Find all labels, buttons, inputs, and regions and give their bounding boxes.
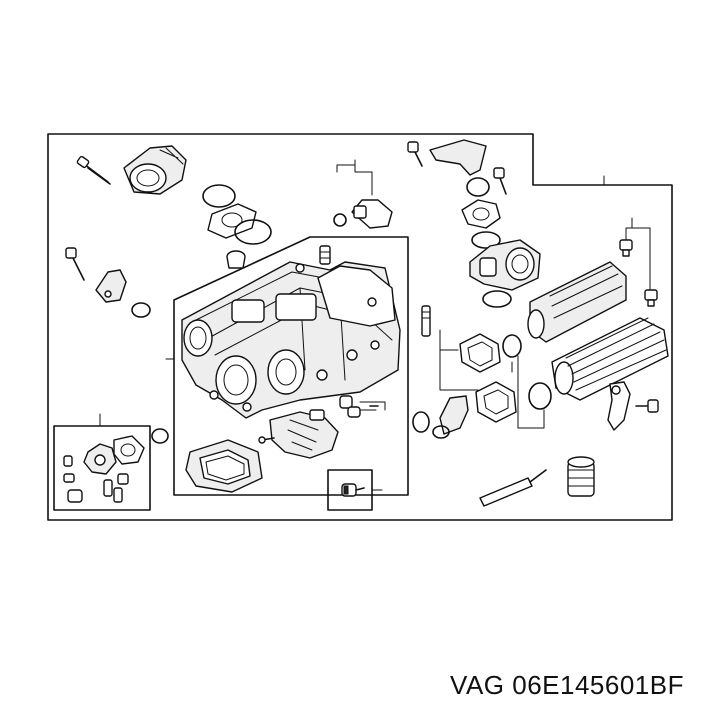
gasket-flange-1 [459, 333, 501, 373]
mount-bushing-top [226, 250, 246, 269]
leader-bracket-gaskets [439, 329, 479, 391]
egr-valve [469, 239, 541, 291]
bolt-top-left [76, 155, 111, 185]
thermostat-group-box [53, 425, 151, 511]
coolant-pipe-lower [439, 395, 469, 435]
bracket-left [95, 269, 127, 303]
seal-lower-middle [432, 425, 450, 439]
egr-cooler-upper [527, 261, 627, 343]
o-ring-top-right [466, 177, 490, 197]
plug-fittings [339, 395, 386, 418]
flange-gasket-top [207, 203, 257, 239]
o-ring-right-2 [482, 290, 512, 308]
throttle-housing-top [123, 145, 187, 195]
bolt-top-center [407, 141, 423, 167]
bypass-valve-actuator [258, 409, 339, 459]
flange-gasket-right [461, 199, 501, 229]
o-ring-right-1 [471, 231, 501, 249]
leader-bracket-orings [511, 355, 545, 429]
o-ring-top-2 [234, 219, 272, 245]
coolant-pipe-elbow [429, 139, 487, 176]
throttle-valve-housing [185, 439, 263, 493]
seal-ring-thermostat [151, 428, 169, 444]
bleeder-plug-1 [619, 239, 633, 257]
seal-ring-left [131, 302, 151, 318]
o-ring-cooler-1 [502, 334, 522, 358]
stud-bolt-center [421, 305, 431, 337]
vent-plug [319, 245, 331, 265]
egr-cooler-lower [551, 317, 669, 401]
o-ring-top-1 [202, 184, 236, 208]
leader-bracket-pressure-sensor [336, 159, 373, 196]
bolt-left [65, 247, 85, 281]
supercharger-housing [181, 261, 401, 419]
filter-canister [567, 456, 595, 497]
pressure-sensor [333, 199, 393, 229]
drain-tube [479, 469, 547, 507]
part-number-label: VAG 06E145601BF [450, 670, 684, 700]
bleeder-plug-2 [644, 289, 658, 307]
bolt-right-small [635, 399, 659, 413]
temperature-sensor [341, 483, 365, 497]
diagram-frame [47, 133, 673, 521]
bolt-top-right [493, 167, 507, 195]
o-ring-lower-middle [412, 411, 430, 433]
thermostat-cap [113, 435, 145, 465]
gasket-flange-2 [475, 381, 517, 423]
leader-bracket-bleeder [625, 217, 651, 291]
small-bolts-set [63, 455, 129, 503]
thermostat-housing [83, 443, 117, 475]
supercharger-group-box [173, 236, 409, 496]
o-ring-cooler-2 [528, 382, 552, 410]
cooler-bracket [607, 381, 631, 431]
